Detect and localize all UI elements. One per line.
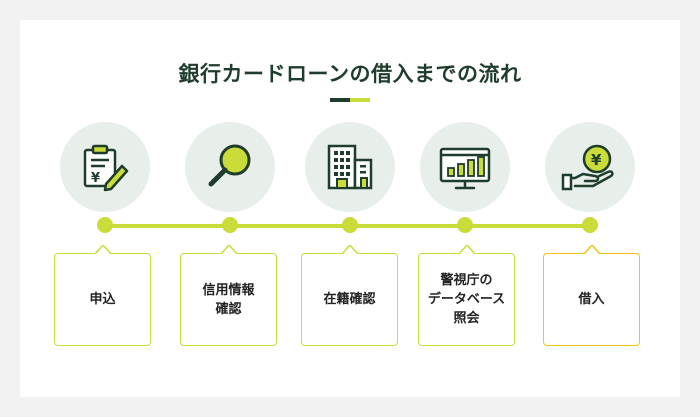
title-underline-light [350,98,370,102]
step-5-label: 借入 [578,292,605,307]
svg-text:¥: ¥ [591,151,602,169]
step-2-label: 信用情報 確認 [202,282,255,317]
office-building-icon [327,144,373,190]
step-4-label: 警視庁の データベース 照会 [427,273,506,326]
step-2-box: 信用情報 確認 [180,245,277,346]
step-2-icon-circle [185,122,275,212]
svg-text:¥: ¥ [91,171,100,186]
title-underline-dark [330,98,350,102]
application-form-icon: ¥ [83,144,129,192]
monitor-chart-icon [439,147,491,190]
step-5-box: 借入 [543,245,640,346]
magnifier-icon [208,144,251,187]
step-4-box: 警視庁の データベース 照会 [418,245,515,346]
step-1-box: 申込 [54,245,151,346]
step-3-icon-circle [305,122,395,212]
step-4-icon-circle [420,122,510,212]
step-3-box: 在籍確認 [301,245,398,346]
timeline-dot [342,217,358,233]
timeline-dot [582,217,598,233]
yen-coin-hand-icon: ¥ [561,144,614,191]
timeline-dot [222,217,238,233]
timeline-dot [97,217,113,233]
timeline-dot [457,217,473,233]
step-3-label: 在籍確認 [323,292,376,307]
step-1-label: 申込 [89,292,116,307]
step-1-icon-circle: ¥ [60,122,150,212]
page-title: 銀行カードローンの借入までの流れ [178,62,522,86]
step-5-icon-circle: ¥ [545,122,635,212]
